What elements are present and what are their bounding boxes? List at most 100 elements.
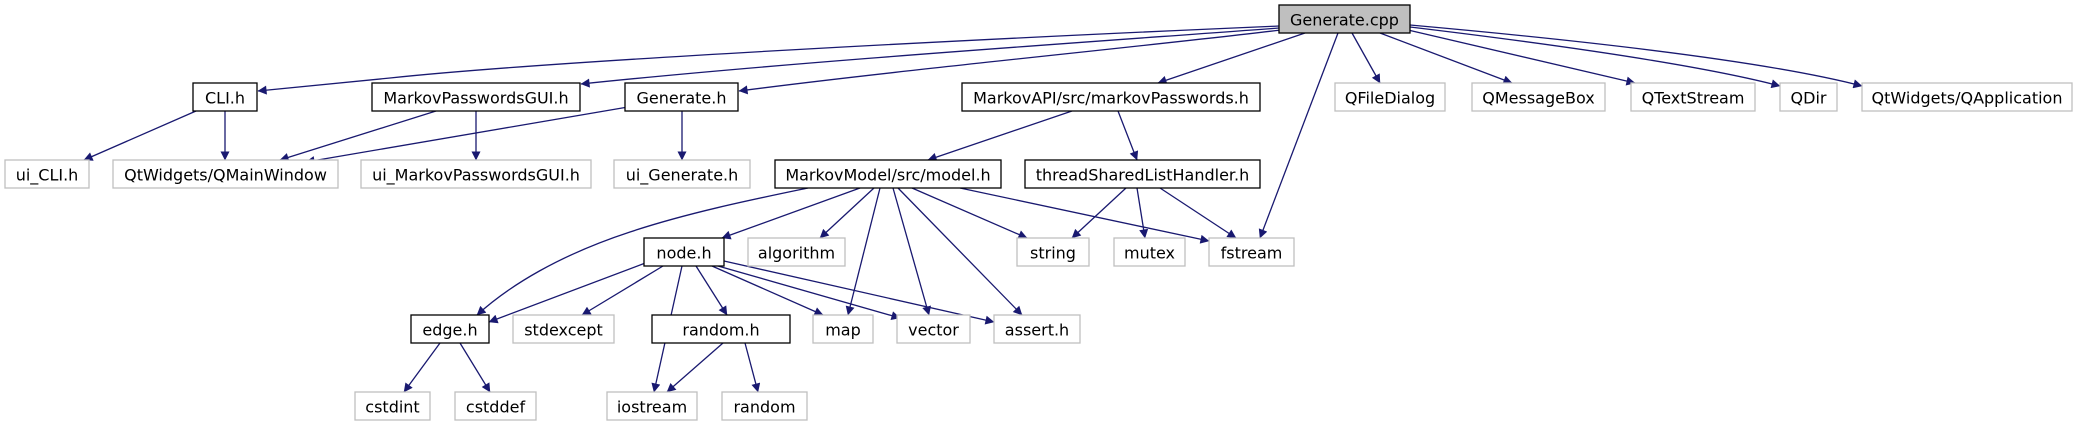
node-box [371,82,581,112]
node-label: QDir [1791,89,1827,108]
edge-node-h-to-stdexcept [581,265,664,316]
node-label: Generate.h [637,89,727,108]
edge-threadsharedlisthandler-h-to-mutex [1136,187,1149,239]
node-box [512,314,615,344]
node-label: map [825,321,861,340]
node-ui-cli-h: ui_CLI.h [4,159,90,189]
edge-generate-cpp-to-fstream [1258,32,1339,239]
node-fstream: fstream [1208,237,1295,267]
edge-node-h-to-vector [717,265,901,320]
edge-model-h-to-map [845,187,881,316]
node-qmessagebox: QMessageBox [1471,82,1606,112]
node-label: iostream [617,398,687,417]
node-box [1334,82,1446,112]
node-box [1113,237,1186,267]
node-box [360,159,592,189]
edge-model-h-to-string [911,187,1028,239]
edge-node-h-to-assert-h [723,260,995,325]
node-label: cstddef [466,398,526,417]
edge-generate-cpp-to-qdir [1409,26,1781,89]
node-label: QtWidgets/QApplication [1872,89,2063,108]
node-box [721,391,808,421]
edge-model-h-to-vector [892,187,931,316]
node-label: fstream [1221,244,1283,263]
node-label: string [1030,244,1076,263]
node-box [1016,237,1090,267]
node-markovpasswordsgui-h[interactable]: MarkovPasswordsGUI.h [371,82,581,112]
node-box [812,314,874,344]
node-label: assert.h [1005,321,1069,340]
edge-edge-h-to-cstdint [403,342,441,393]
node-random-h[interactable]: random.h [651,314,791,344]
node-cli-h[interactable]: CLI.h [192,82,258,112]
node-box [747,237,846,267]
edge-model-h-to-assert-h [897,187,1023,316]
node-box [1861,82,2073,112]
edge-generate-cpp-to-markovpasswords-h [1157,32,1306,85]
node-qmainwindow: QtWidgets/QMainWindow [112,159,339,189]
node-label: node.h [656,244,711,263]
node-qapplication: QtWidgets/QApplication [1861,82,2073,112]
edge-generate-cpp-to-qfiledialog [1351,32,1381,84]
edge-markovpasswordsgui-h-to-qmainwindow [279,110,437,162]
edge-threadsharedlisthandler-h-to-fstream [1159,187,1237,239]
node-box [896,314,971,344]
edge-random-h-to-iostream [666,342,724,393]
node-label: edge.h [422,321,477,340]
node-box [606,391,698,421]
node-ui-markovpasswordsgui-h: ui_MarkovPasswordsGUI.h [360,159,592,189]
node-label: QTextStream [1642,89,1745,108]
node-algorithm: algorithm [747,237,846,267]
node-threadsharedlisthandler-h[interactable]: threadSharedListHandler.h [1024,159,1261,189]
node-box [1208,237,1295,267]
node-box [961,82,1261,112]
node-random: random [721,391,808,421]
edge-generate-cpp-to-markovpasswordsgui-h [580,27,1280,88]
node-markovpasswords-h[interactable]: MarkovAPI/src/markovPasswords.h [961,82,1261,112]
node-qtextstream: QTextStream [1630,82,1756,112]
node-label: Generate.cpp [1290,11,1399,30]
node-box [1471,82,1606,112]
edge-node-h-to-edge-h [488,261,649,324]
node-generate-cpp[interactable]: Generate.cpp [1278,4,1411,34]
node-label: random [733,398,795,417]
edge-model-h-to-algorithm [819,187,875,239]
node-model-h[interactable]: MarkovModel/src/model.h [774,159,1002,189]
node-label: random.h [682,321,759,340]
node-map: map [812,314,874,344]
node-node-h[interactable]: node.h [643,237,725,267]
node-label: stdexcept [524,321,603,340]
node-iostream: iostream [606,391,698,421]
node-label: ui_MarkovPasswordsGUI.h [372,166,580,186]
node-box [993,314,1081,344]
node-box [613,159,751,189]
node-stdexcept: stdexcept [512,314,615,344]
edge-random-h-to-random [744,342,761,393]
edge-model-h-to-fstream [959,187,1210,244]
edge-generate-cpp-to-qtextstream [1407,29,1636,86]
edge-generate-cpp-to-qmessagebox [1379,32,1513,85]
edge-generate-cpp-to-generate-h [738,29,1282,95]
node-edge-h[interactable]: edge.h [410,314,490,344]
node-label: CLI.h [205,89,245,108]
edge-threadsharedlisthandler-h-to-string [1071,187,1127,239]
edge-model-h-to-edge-h [476,187,809,316]
node-generate-h[interactable]: Generate.h [624,82,739,112]
node-label: vector [908,321,959,340]
edge-generate-h-to-qmainwindow [305,106,629,165]
node-box [774,159,1002,189]
node-label: mutex [1124,244,1175,263]
node-qfiledialog: QFileDialog [1334,82,1446,112]
node-label: QFileDialog [1345,89,1435,108]
node-box [643,237,725,267]
node-box [1278,4,1411,34]
node-box [651,314,791,344]
edge-node-h-to-random-h [695,265,728,316]
node-label: ui_Generate.h [626,166,739,186]
edge-cli-h-to-ui-cli-h [83,110,197,161]
node-qdir: QDir [1779,82,1838,112]
edge-markovpasswords-h-to-threadsharedlisthandler-h [1117,110,1139,161]
edge-edge-h-to-cstddef [459,342,491,393]
